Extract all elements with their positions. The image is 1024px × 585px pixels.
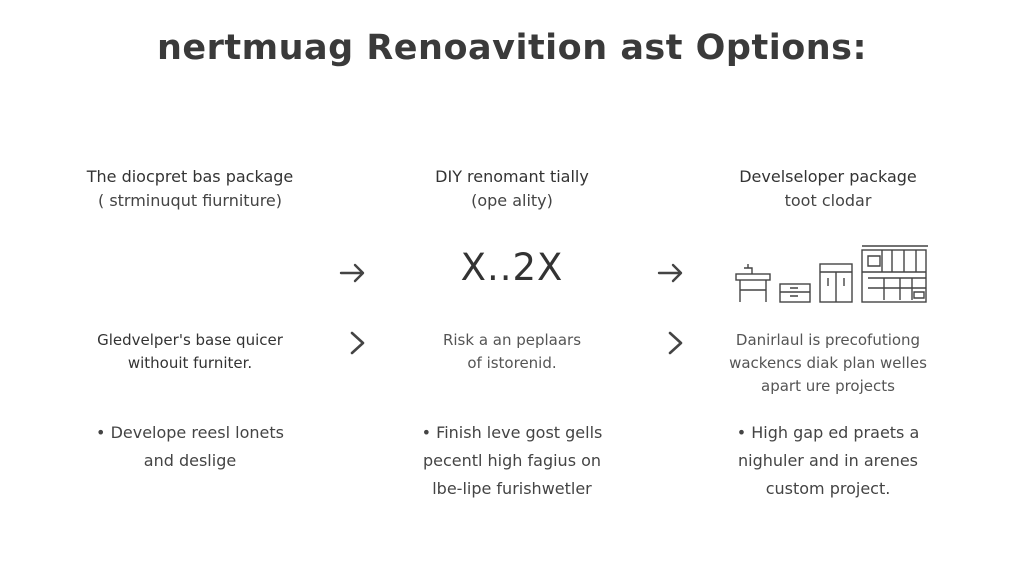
option-2-heading: DIY renomant tially (ope ality): [382, 165, 642, 213]
option-1-bullet-line1: Develope reesl lonets: [110, 423, 284, 442]
option-3-bullet: • High gap ed praets a nighuler and in a…: [698, 419, 958, 503]
option-2-description-line1: Risk a an peplaars: [442, 331, 582, 349]
option-3-bullet-line2: nighuler and in arenes: [737, 451, 919, 470]
option-3-heading-line1: Develseloper package: [739, 167, 917, 186]
kitchen-furniture-icon: [735, 245, 928, 303]
option-1-description-line1: Gledvelper's base quicer: [97, 331, 283, 349]
option-2-bullet-line2: pecentl high fagius on: [422, 451, 602, 470]
option-2-heading-line1: DIY renomant tially: [435, 167, 589, 186]
option-2-bullet-line3: lbe-lipe furishwetler: [432, 479, 592, 498]
option-2-description-line2: of istorenid.: [467, 354, 557, 372]
option-2-bullet: • Finish leve gost gells pecentl high fa…: [382, 419, 642, 503]
arrow-right-icon: [657, 263, 683, 283]
option-2-bullet-line1: Finish leve gost gells: [436, 423, 603, 442]
option-3-bullet-line3: custom project.: [765, 479, 891, 498]
option-3-description-line3: apart ure projects: [761, 377, 895, 395]
option-1-heading-line2: ( strminuqut fiurniture): [97, 191, 283, 210]
arrow-right-icon: [339, 263, 365, 283]
option-1-heading-line1: The diocpret bas package: [86, 167, 294, 186]
bullet-glyph: •: [736, 423, 747, 442]
option-3-description-line1: Danirlaul is precofutiong: [735, 331, 921, 349]
option-3-heading: Develseloper package toot clodar: [698, 165, 958, 213]
option-3-description-line2: wackencs diak plan welles: [729, 354, 927, 372]
option-2-heading-line2: (ope ality): [471, 191, 553, 210]
bullet-glyph: •: [421, 423, 432, 442]
option-3-description: Danirlaul is precofutiong wackencs diak …: [698, 329, 958, 398]
option-1-bullet-line2: and deslige: [143, 451, 237, 470]
option-1-description: Gledvelper's base quicer withouit furnit…: [60, 329, 320, 375]
option-2-description: Risk a an peplaars of istorenid.: [382, 329, 642, 375]
page-title: nertmuag Renoavition ast Options:: [156, 28, 868, 68]
option-1-description-line2: withouit furniter.: [127, 354, 253, 372]
option-1-bullet: • Develope reesl lonets and deslige: [60, 419, 320, 475]
bullet-glyph: •: [96, 423, 106, 442]
chevron-right-icon: [668, 331, 683, 355]
option-1-heading: The diocpret bas package ( strminuqut fi…: [60, 165, 320, 213]
option-3-heading-line2: toot clodar: [784, 191, 872, 210]
cost-multiplier-value: X..2X: [460, 246, 564, 289]
chevron-right-icon: [350, 331, 365, 355]
option-3-bullet-line1: High gap ed praets a: [751, 423, 920, 442]
